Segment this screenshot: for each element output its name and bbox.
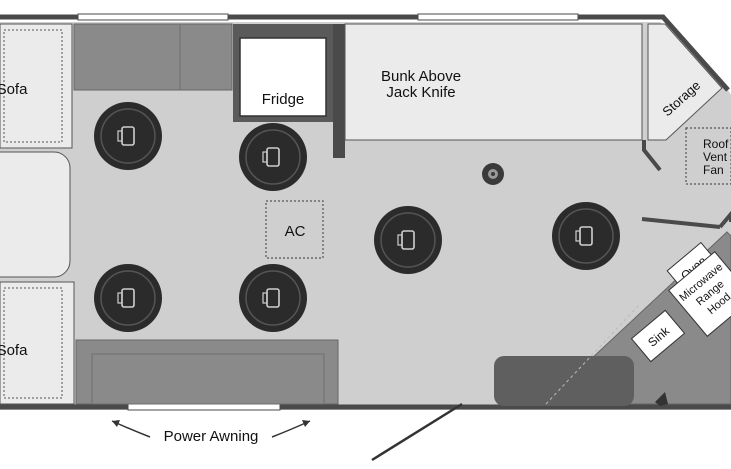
cabinet-top [73,23,233,91]
speaker-icon [551,201,621,271]
sofa-top-label: Sofa [0,81,28,98]
speaker-icon [238,263,308,333]
window-awning [127,403,281,411]
bunk [344,23,643,141]
bunk-label-1: Bunk Above [381,68,461,85]
roof-vent-fan [685,127,731,185]
door-swing-icon [371,402,463,462]
storage [647,23,723,141]
dinette-bench [494,356,634,406]
bunk-label-2: Jack Knife [386,84,455,101]
sink: Sink [630,309,686,363]
awning-arrow-icon [111,420,311,438]
fridge-label: Fridge [262,91,305,108]
fridge [239,37,327,117]
window-top-left [77,13,229,21]
speaker-icon [238,122,308,192]
bunk-wall [333,24,345,158]
ac-unit [265,200,324,259]
floor-drain-icon [482,163,504,185]
power-awning-label: Power Awning [164,428,259,445]
speaker-icon [93,263,163,333]
roof-vent-label-2: Vent [703,150,728,164]
microwave-range-hood: Microwave Range Hood [668,251,731,337]
window-top-right [417,13,579,21]
sofa-top [0,23,73,149]
sofa-middle [0,151,71,278]
cabinet-bottom [75,339,339,405]
roof-vent-label-3: Fan [703,163,724,177]
speaker-icon [373,205,443,275]
roof-vent-label-1: Roof [703,137,729,151]
sofa-bottom-label: Sofa [0,342,28,359]
ac-label: AC [285,223,306,240]
speaker-icon [93,101,163,171]
